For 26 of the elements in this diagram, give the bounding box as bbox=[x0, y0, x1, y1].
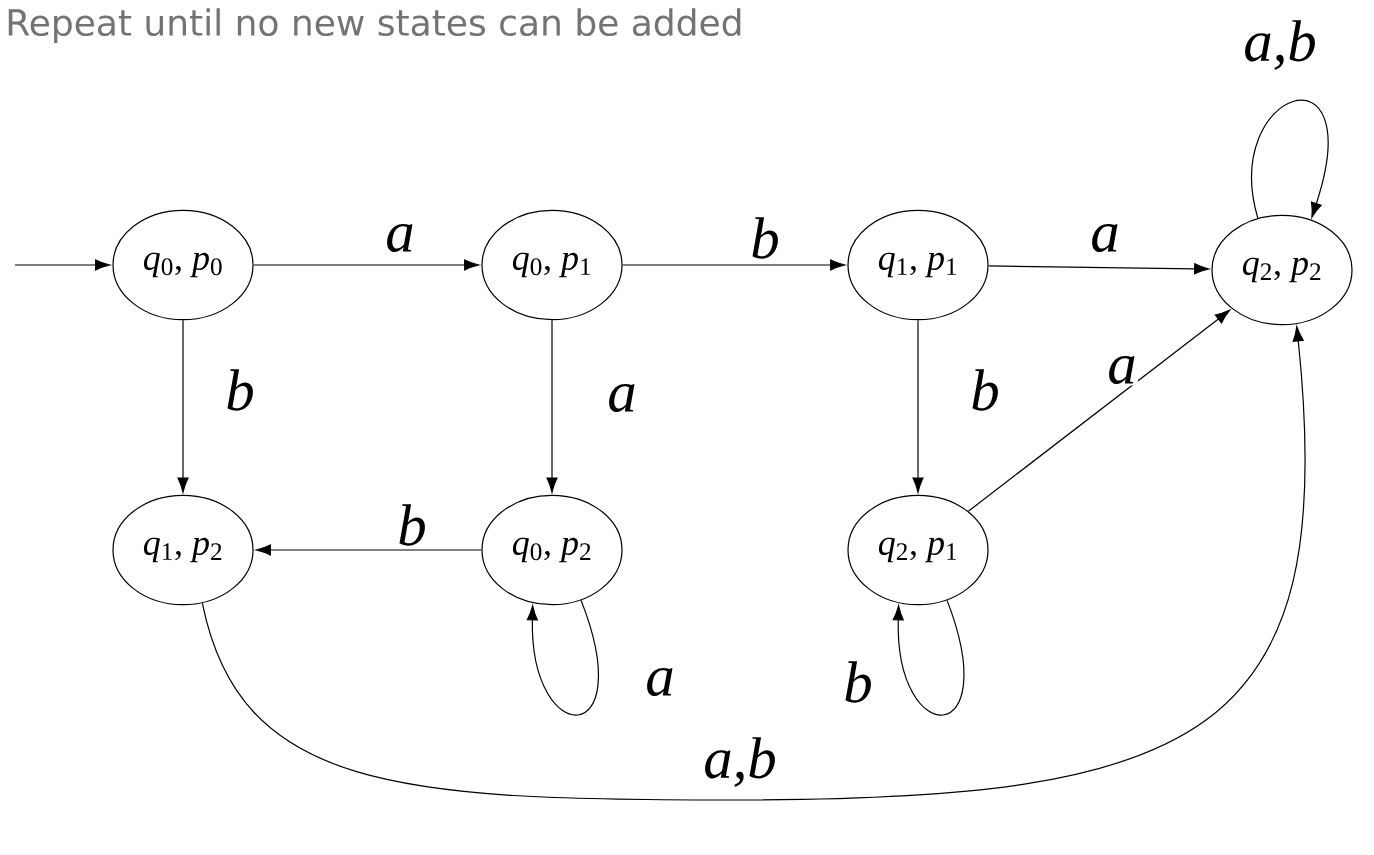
arrow bbox=[255, 544, 482, 556]
edge-label: a bbox=[1089, 222, 1121, 254]
edge-label: a bbox=[644, 666, 676, 698]
arrow bbox=[967, 309, 1231, 512]
edge-label: a bbox=[1106, 354, 1138, 386]
arrow bbox=[201, 326, 1306, 801]
arrow bbox=[253, 259, 480, 271]
edge-label: b bbox=[224, 368, 256, 412]
arrow bbox=[622, 259, 846, 271]
edge-label: a,b bbox=[1242, 18, 1318, 72]
title: Repeat until no new states can be added bbox=[8, 8, 741, 44]
arrow bbox=[988, 263, 1210, 275]
arrow bbox=[1251, 99, 1329, 219]
edge-label: b bbox=[396, 503, 428, 547]
edge-label: a bbox=[384, 222, 416, 254]
edge-label: b bbox=[842, 660, 874, 704]
edge-label: b bbox=[749, 216, 781, 260]
arrow bbox=[546, 319, 558, 493]
arrow bbox=[14, 259, 111, 271]
arrow bbox=[912, 319, 924, 493]
edge-label: a bbox=[606, 382, 638, 414]
edge-label: b bbox=[969, 368, 1001, 412]
arrow bbox=[892, 599, 965, 716]
edge-label: a,b bbox=[702, 735, 778, 789]
arrow bbox=[177, 319, 189, 493]
arrow bbox=[526, 599, 599, 716]
